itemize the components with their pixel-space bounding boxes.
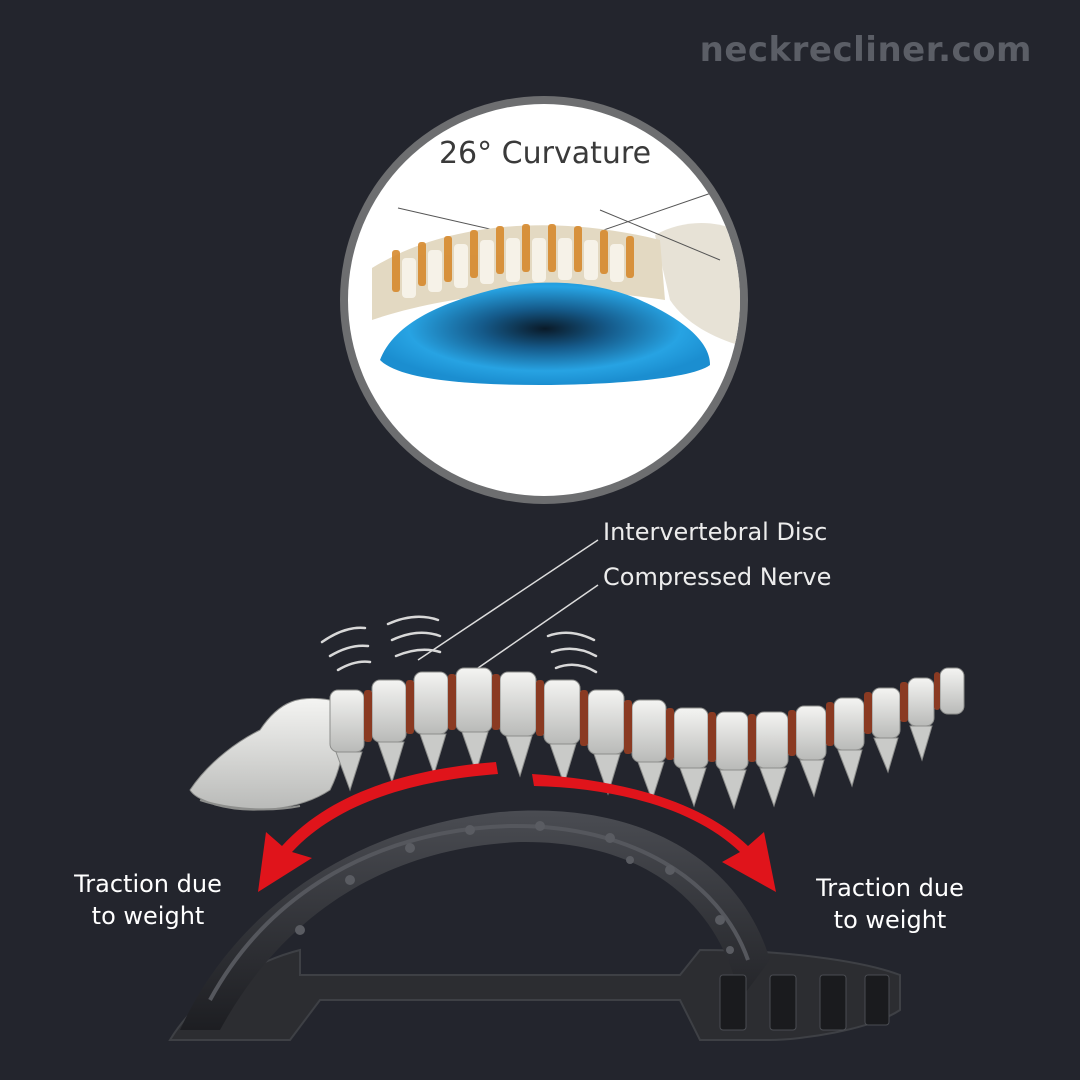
disc-pointer-line: [417, 539, 599, 661]
nerve-pointer-line: [477, 584, 599, 669]
blue-pad: [380, 282, 710, 385]
vibration-marks: [320, 615, 598, 674]
inset-spine: [372, 224, 665, 320]
intervertebral-disc-label: Intervertebral Disc: [603, 518, 828, 546]
traction-right-line2: to weight: [833, 906, 947, 934]
traction-left-line2: to weight: [91, 902, 205, 930]
traction-right-line1: Traction due: [816, 874, 964, 902]
right-arrow: [532, 774, 776, 892]
traction-label-right: Traction due to weight: [795, 872, 985, 936]
watermark: neckrecliner.com: [699, 30, 1032, 70]
curvature-inset: [340, 96, 748, 504]
traction-label-left: Traction due to weight: [53, 868, 243, 932]
compressed-nerve-label: Compressed Nerve: [603, 563, 832, 591]
spine: [189, 667, 965, 811]
traction-arrows: [258, 762, 776, 892]
traction-left-line1: Traction due: [74, 870, 222, 898]
left-arrow: [258, 762, 498, 892]
back-stretcher: [168, 810, 901, 1041]
curvature-title: 26° Curvature: [438, 136, 652, 171]
